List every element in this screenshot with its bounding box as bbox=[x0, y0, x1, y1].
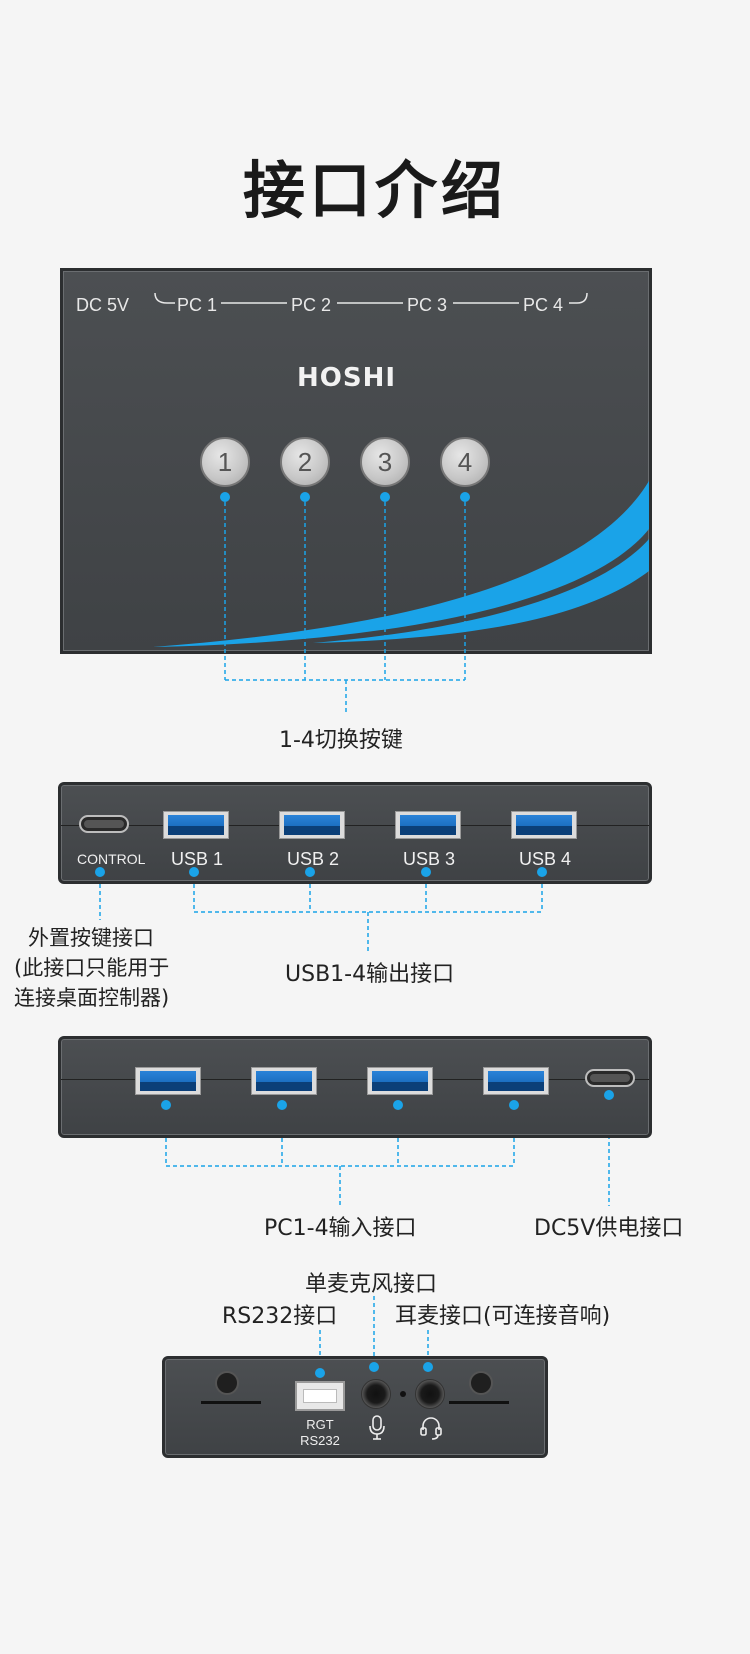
control-caption-line-2: (此接口只能用于 bbox=[14, 956, 170, 980]
front-panel: CONTROL USB 1 USB 2 USB 3 USB 4 bbox=[58, 782, 652, 884]
blue-swoosh bbox=[153, 292, 649, 647]
usb-pointer-dot bbox=[537, 867, 547, 877]
rgt-label: RGT bbox=[306, 1417, 334, 1432]
switch-button-4[interactable]: 4 bbox=[440, 437, 490, 487]
page-title: 接口介绍 bbox=[242, 154, 507, 227]
usb-output-caption: USB1-4输出接口 bbox=[285, 962, 455, 987]
button-pointer-dot bbox=[220, 492, 230, 502]
pc-input-pointer-dot bbox=[277, 1100, 287, 1110]
pc-input-port-4 bbox=[483, 1067, 549, 1095]
mic-pointer-dot bbox=[369, 1362, 379, 1372]
switch-button-3[interactable]: 3 bbox=[360, 437, 410, 487]
screw-icon bbox=[469, 1371, 493, 1395]
usb-output-port-2 bbox=[279, 811, 345, 839]
mic-jack bbox=[361, 1379, 391, 1409]
usb-label-1: USB 1 bbox=[171, 849, 224, 869]
usb-output-port-4 bbox=[511, 811, 577, 839]
side-panel: RGT RS232 bbox=[162, 1356, 548, 1458]
button-pointer-dot bbox=[460, 492, 470, 502]
mic-caption: 单麦克风接口 bbox=[305, 1272, 438, 1297]
usb-output-port-1 bbox=[163, 811, 229, 839]
usb-pointer-dot bbox=[305, 867, 315, 877]
pc-label-3: PC 3 bbox=[407, 295, 448, 315]
headset-caption: 耳麦接口(可连接音响) bbox=[395, 1304, 611, 1329]
rear-panel bbox=[58, 1036, 652, 1138]
control-label: CONTROL bbox=[77, 851, 146, 867]
pc-input-pointer-dot bbox=[161, 1100, 171, 1110]
pc-input-pointer-dot bbox=[509, 1100, 519, 1110]
rs232-port bbox=[295, 1381, 345, 1411]
panel-seam bbox=[61, 1079, 649, 1080]
power-port bbox=[585, 1069, 635, 1087]
pc-input-pointer-dot bbox=[393, 1100, 403, 1110]
top-panel: DC 5V PC 1 PC 2 PC 3 PC 4 HOSHI 1 2 3 4 bbox=[60, 268, 652, 654]
power-pointer-dot bbox=[604, 1090, 614, 1100]
usb-label-4: USB 4 bbox=[519, 849, 572, 869]
usb-label-2: USB 2 bbox=[287, 849, 340, 869]
switch-button-1[interactable]: 1 bbox=[200, 437, 250, 487]
button-pointer-dot bbox=[380, 492, 390, 502]
headset-icon bbox=[420, 1417, 442, 1440]
button-pointer-dot bbox=[300, 492, 310, 502]
microphone-icon bbox=[369, 1415, 385, 1440]
usb-output-port-3 bbox=[395, 811, 461, 839]
rs232-pointer-dot bbox=[315, 1368, 325, 1378]
power-caption: DC5V供电接口 bbox=[534, 1216, 684, 1241]
power-label: DC 5V bbox=[76, 295, 130, 315]
indicator-dot bbox=[400, 1391, 406, 1397]
pc-label-4: PC 4 bbox=[523, 295, 564, 315]
usb-pointer-dot bbox=[189, 867, 199, 877]
control-caption-line-3: 连接桌面控制器) bbox=[14, 986, 170, 1010]
rs232-port-label: RS232 bbox=[300, 1433, 340, 1448]
pc-input-port-3 bbox=[367, 1067, 433, 1095]
pc-label-1: PC 1 bbox=[177, 295, 218, 315]
usb-pointer-dot bbox=[421, 867, 431, 877]
pc-input-port-2 bbox=[251, 1067, 317, 1095]
brand-logo: HOSHI bbox=[297, 363, 397, 393]
switch-buttons-caption: 1-4切换按键 bbox=[279, 728, 403, 753]
control-port bbox=[79, 815, 129, 833]
panel-seam bbox=[449, 1401, 509, 1404]
panel-seam bbox=[201, 1401, 261, 1404]
control-caption-line-1: 外置按键接口 bbox=[28, 926, 154, 950]
control-pointer-dot bbox=[95, 867, 105, 877]
switch-button-2[interactable]: 2 bbox=[280, 437, 330, 487]
rs232-caption: RS232接口 bbox=[222, 1304, 338, 1329]
usb-label-3: USB 3 bbox=[403, 849, 456, 869]
screw-icon bbox=[215, 1371, 239, 1395]
pc-label-2: PC 2 bbox=[291, 295, 332, 315]
pc-input-port-1 bbox=[135, 1067, 201, 1095]
headset-jack bbox=[415, 1379, 445, 1409]
panel-seam bbox=[61, 825, 649, 826]
headset-pointer-dot bbox=[423, 1362, 433, 1372]
pc-input-caption: PC1-4输入接口 bbox=[264, 1216, 417, 1241]
